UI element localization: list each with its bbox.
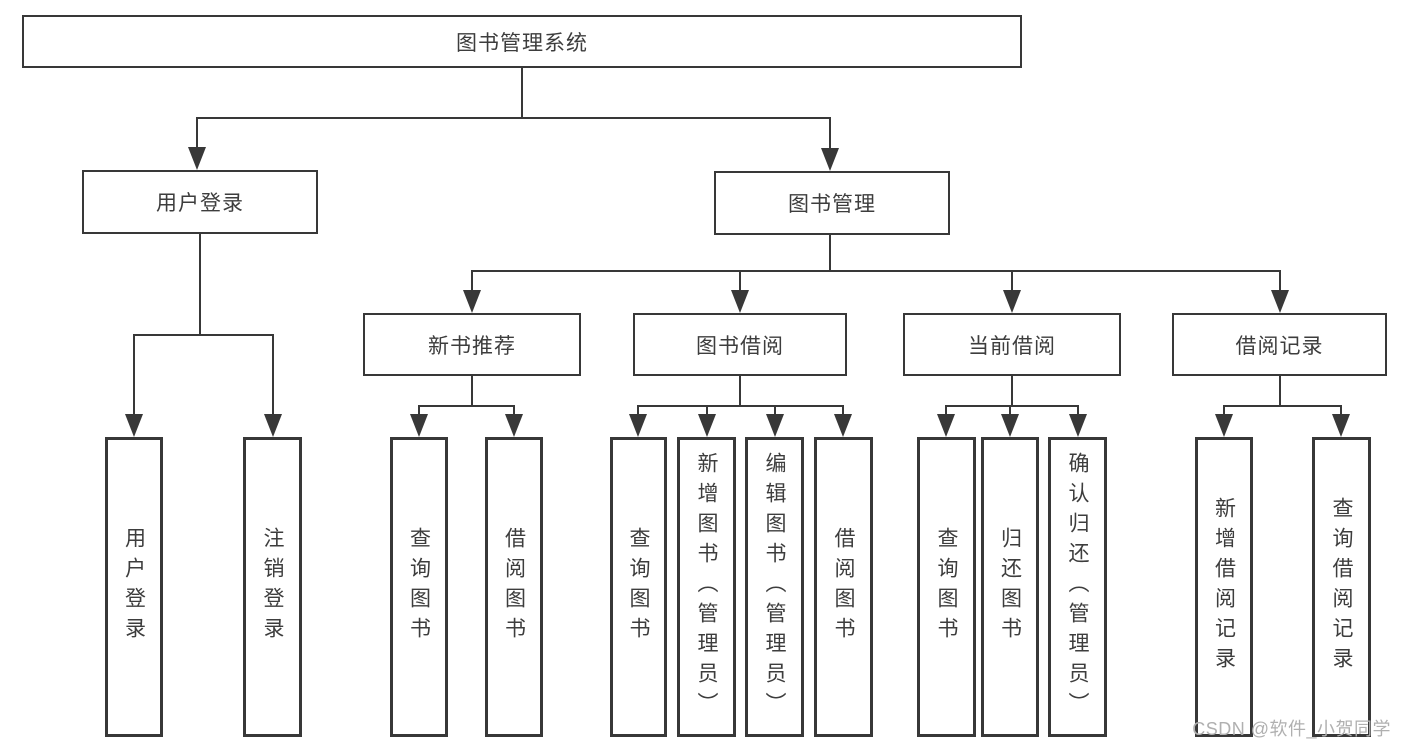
- node-user-login: 用户登录: [82, 170, 318, 234]
- leaf-cb-query-books: 查询图书: [917, 437, 976, 737]
- leaf-bb-edit-books-label: 编辑图书（管理员）: [763, 452, 786, 722]
- leaf-bb-borrow-books: 借阅图书: [814, 437, 873, 737]
- node-user-login-label: 用户登录: [156, 192, 244, 215]
- leaf-logout-label: 注销登录: [261, 527, 284, 647]
- node-current-borrowing: 当前借阅: [903, 313, 1121, 376]
- leaf-br-query-record: 查询借阅记录: [1312, 437, 1371, 737]
- leaf-bb-borrow-books-label: 借阅图书: [832, 527, 855, 647]
- leaf-bb-add-books-label: 新增图书（管理员）: [695, 452, 718, 722]
- leaf-user-login-label: 用户登录: [122, 527, 146, 647]
- node-new-book-recommend-label: 新书推荐: [428, 334, 516, 358]
- node-current-borrowing-label: 当前借阅: [968, 334, 1056, 358]
- csdn-watermark: CSDN @软件_小贺同学: [1192, 719, 1391, 739]
- node-book-management: 图书管理: [714, 171, 950, 235]
- node-book-borrowing-label: 图书借阅: [696, 334, 784, 358]
- leaf-user-login: 用户登录: [105, 437, 163, 737]
- node-root-label: 图书管理系统: [456, 31, 588, 55]
- node-book-management-label: 图书管理: [788, 193, 876, 216]
- leaf-br-add-record-label: 新增借阅记录: [1212, 497, 1236, 677]
- leaf-bb-query-books-label: 查询图书: [627, 527, 650, 647]
- leaf-logout: 注销登录: [243, 437, 302, 737]
- node-root: 图书管理系统: [22, 15, 1022, 68]
- leaf-nb-query-books-label: 查询图书: [407, 527, 431, 647]
- leaf-bb-add-books: 新增图书（管理员）: [677, 437, 736, 737]
- leaf-cb-confirm-return: 确认归还（管理员）: [1048, 437, 1107, 737]
- leaf-nb-query-books: 查询图书: [390, 437, 448, 737]
- leaf-cb-return-books: 归还图书: [981, 437, 1039, 737]
- node-new-book-recommend: 新书推荐: [363, 313, 581, 376]
- node-book-borrowing: 图书借阅: [633, 313, 847, 376]
- leaf-br-query-record-label: 查询借阅记录: [1330, 497, 1353, 677]
- leaf-cb-query-books-label: 查询图书: [935, 527, 958, 647]
- leaf-bb-query-books: 查询图书: [610, 437, 667, 737]
- leaf-nb-borrow-books: 借阅图书: [485, 437, 543, 737]
- leaf-br-add-record: 新增借阅记录: [1195, 437, 1253, 737]
- leaf-cb-confirm-return-label: 确认归还（管理员）: [1066, 452, 1089, 722]
- leaf-cb-return-books-label: 归还图书: [998, 527, 1022, 647]
- arrowheads: [125, 147, 1350, 437]
- leaf-nb-borrow-books-label: 借阅图书: [502, 527, 526, 647]
- node-borrowing-records-label: 借阅记录: [1235, 334, 1324, 358]
- leaf-bb-edit-books: 编辑图书（管理员）: [745, 437, 804, 737]
- node-borrowing-records: 借阅记录: [1172, 313, 1387, 376]
